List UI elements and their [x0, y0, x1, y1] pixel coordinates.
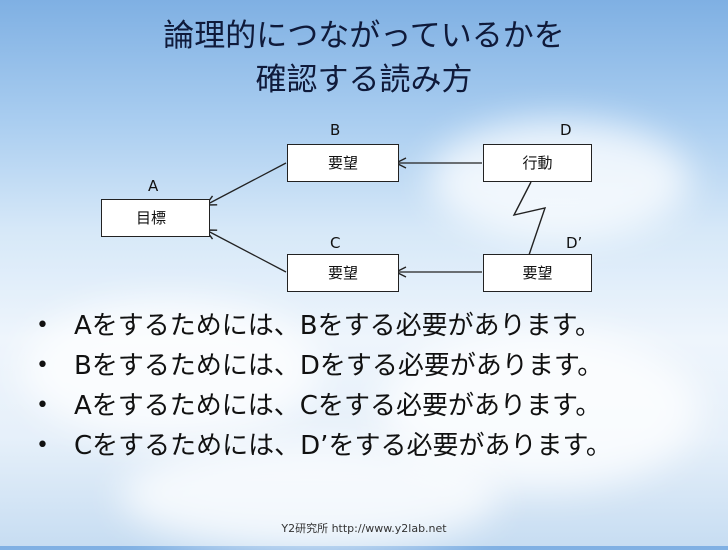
title-line-1: 論理的につながっているかを [163, 18, 565, 54]
arrow-b-to-a [206, 162, 287, 205]
bullet-item: • Cをするためには、D’をする必要があります。 [18, 426, 612, 466]
bullet-marker: • [36, 433, 49, 458]
bullet-marker: • [36, 393, 49, 418]
bullet-text: Bをするためには、Dをする必要があります。 [74, 351, 604, 381]
bullet-list: • Aをするためには、Bをする必要があります。 • Bをするためには、Dをする必要が… [18, 306, 612, 466]
zigzag-link-d-dprime [512, 181, 547, 256]
label-a: A [148, 177, 159, 195]
bullet-item: • Aをするためには、Cをする必要があります。 [18, 386, 612, 426]
bullet-item: • Aをするためには、Bをする必要があります。 [18, 306, 612, 346]
title-line-2: 確認する読み方 [255, 62, 473, 98]
bullet-text: Aをするためには、Cをする必要があります。 [74, 391, 602, 421]
bullet-text: Aをするためには、Bをする必要があります。 [74, 311, 602, 341]
box-d-prime-request: 要望 [483, 254, 592, 292]
label-d-prime: D’ [566, 234, 583, 252]
box-d-action: 行動 [483, 144, 592, 182]
bullet-text: Cをするためには、D’をする必要があります。 [74, 431, 612, 461]
bullet-item: • Bをするためには、Dをする必要があります。 [18, 346, 612, 386]
box-a-goal: 目標 [101, 199, 210, 237]
arrow-c-to-a [206, 230, 287, 273]
box-c-request: 要望 [287, 254, 399, 292]
box-b-request: 要望 [287, 144, 399, 182]
label-d: D [560, 121, 572, 139]
bullet-marker: • [36, 313, 49, 338]
slide-title: 論理的につながっているかを 確認する読み方 [60, 14, 668, 102]
footer-credit: Y2研究所 http://www.y2lab.net [281, 522, 447, 535]
label-c: C [330, 234, 341, 252]
label-b: B [330, 121, 341, 139]
bullet-marker: • [36, 353, 49, 378]
